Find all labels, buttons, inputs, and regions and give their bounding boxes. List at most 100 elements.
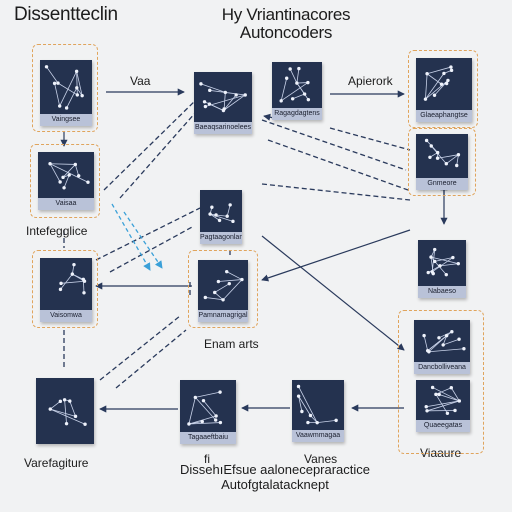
constellation-edge — [69, 400, 76, 417]
constellation-edge — [296, 82, 309, 100]
constellation-dot — [425, 72, 429, 76]
constellation-dot — [187, 422, 191, 426]
constellation-dot — [214, 414, 218, 418]
constellation-edge — [430, 256, 459, 265]
arrow-long-right — [261, 235, 405, 351]
constellation-dot — [202, 100, 207, 104]
constellation-edge — [425, 73, 445, 100]
constellation-dot — [295, 81, 299, 85]
constellation-dot — [284, 76, 289, 80]
constellation-edge — [205, 297, 224, 301]
constellation-edge — [74, 164, 80, 176]
constellation-edge — [76, 71, 83, 96]
node-frame — [408, 128, 476, 196]
node-card: Ragagdagtens — [272, 62, 322, 120]
constellation-dot — [438, 264, 442, 268]
constellation-dot — [44, 65, 49, 69]
constellation-edge — [188, 421, 203, 425]
constellation-edge — [200, 83, 226, 93]
dashed-link-5 — [99, 315, 181, 381]
constellation-dot — [306, 420, 310, 425]
constellation-dot — [456, 152, 461, 157]
constellation-edge — [443, 338, 460, 346]
constellation-dot — [431, 271, 435, 276]
constellation-dot — [462, 347, 466, 351]
constellation-dot — [68, 399, 72, 403]
label-integrable: Intefegglice — [26, 224, 88, 238]
constellation-dot — [442, 71, 446, 76]
constellation-edge — [209, 213, 220, 221]
node-label: Gnmeore — [416, 178, 468, 190]
node-label: Glaeaphangtse — [416, 110, 472, 122]
node-n4 — [36, 378, 94, 444]
constellation-graphic — [424, 138, 461, 168]
constellation-dot — [48, 407, 52, 411]
constellation-dot — [216, 279, 221, 284]
constellation-dot — [437, 336, 441, 340]
constellation-edge — [426, 400, 460, 408]
constellation-graphic — [208, 203, 235, 224]
node-label: Ragagdagtens — [272, 108, 322, 120]
node-n3: Vaisomwa — [32, 250, 98, 328]
constellation-dot — [302, 92, 307, 96]
constellation-dot — [439, 82, 444, 86]
constellation-edge — [430, 145, 447, 164]
constellation-graphic — [199, 82, 247, 113]
constellation-dot — [203, 295, 208, 300]
constellation-graphic — [187, 390, 223, 426]
caption-line2: Autofgtalatacknept — [221, 477, 329, 492]
constellation-edge — [280, 82, 309, 102]
constellation-edge — [289, 68, 298, 84]
constellation-dot — [424, 138, 429, 143]
label-variable: Varefagiture — [24, 456, 89, 470]
constellation-graphic — [58, 262, 87, 295]
constellation-edge — [428, 348, 464, 353]
constellation-dot — [306, 80, 310, 85]
node-frame — [32, 250, 98, 328]
constellation-edge — [50, 401, 61, 410]
constellation-dot — [74, 69, 79, 74]
constellation-edge — [432, 387, 460, 402]
constellation-dot — [62, 186, 66, 190]
constellation-edge — [434, 257, 453, 262]
constellation-edge — [66, 87, 78, 109]
constellation-edge — [428, 265, 441, 273]
dashed-link-14 — [261, 183, 411, 201]
constellation-edge — [49, 163, 89, 183]
constellation-edge — [426, 66, 452, 75]
constellation-graphic — [296, 384, 338, 425]
label-vae: Vaa — [130, 74, 151, 88]
constellation-edge — [188, 422, 221, 425]
constellation-dot — [456, 261, 460, 266]
constellation-dot — [434, 392, 438, 397]
constellation-dot — [449, 68, 454, 73]
constellation-graphic — [44, 65, 84, 110]
constellation-dot — [436, 150, 440, 155]
constellation-dot — [67, 173, 71, 177]
constellation-edge — [209, 103, 224, 111]
constellation-dot — [70, 272, 75, 276]
constellation-dot — [58, 180, 62, 184]
constellation-dot — [437, 392, 441, 397]
constellation-dot — [334, 418, 338, 423]
constellation-edge — [50, 408, 76, 417]
constellation-dot — [75, 93, 80, 97]
constellation-dot — [64, 421, 69, 426]
node-card: Tagaaeftbaiu — [180, 380, 236, 444]
constellation-dot — [214, 213, 218, 217]
constellation-dot — [288, 67, 292, 71]
constellation-dot — [296, 394, 301, 398]
constellation-edge — [439, 394, 460, 402]
node-n8: Gnmeore — [408, 128, 476, 196]
dashed-link-1 — [103, 95, 201, 191]
title-left: Dissentteclin — [14, 4, 118, 25]
constellation-dot — [444, 162, 449, 166]
constellation-dot — [218, 420, 223, 425]
constellation-edge — [226, 271, 243, 280]
constellation-dot — [61, 175, 65, 180]
constellation-edge — [428, 335, 447, 353]
node-label: Tagaaeftbaiu — [180, 432, 236, 444]
node-frame — [408, 50, 478, 128]
constellation-dot — [424, 405, 428, 409]
constellation-edge — [195, 397, 216, 421]
